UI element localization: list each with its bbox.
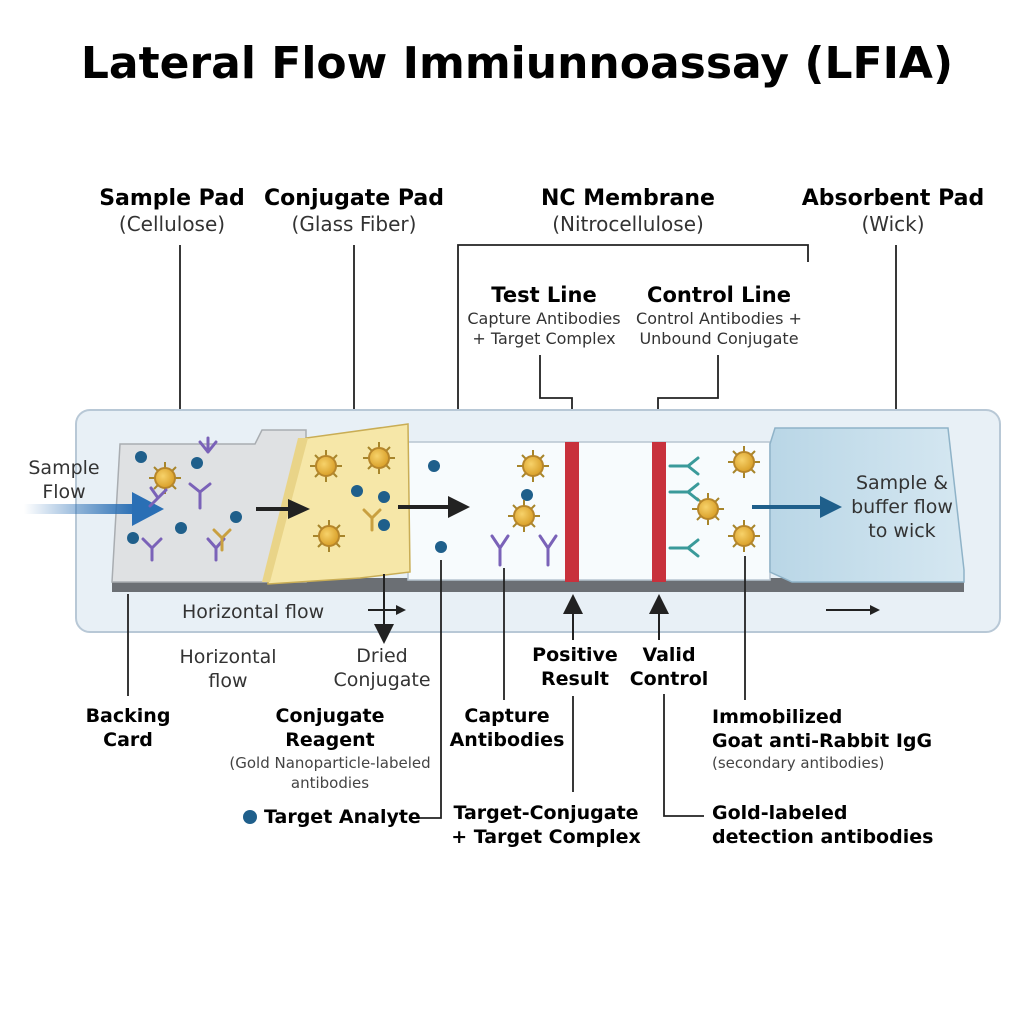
immobilized-label-2: Goat anti-Rabbit IgG: [712, 730, 932, 752]
horizontal-flow-label-1: Horizontal: [179, 646, 276, 668]
antibody-icon: [490, 534, 510, 567]
analyte-dot: [428, 460, 440, 472]
analyte-dot: [351, 485, 363, 497]
sample-flow-arrow-head: [132, 492, 164, 526]
test-line-label: Test Line: [491, 283, 596, 307]
wick-text-3: to wick: [868, 520, 935, 542]
target-complex-label-1: Target-Conjugate: [453, 802, 638, 824]
antibody-icon: [141, 537, 163, 562]
conjugate-reagent-note-1: (Gold Nanoparticle-labeled: [229, 754, 430, 772]
analyte-dot: [378, 519, 390, 531]
target-analyte-legend-dot: [243, 810, 257, 824]
antibody-icon: [668, 538, 700, 558]
analyte-dot: [135, 451, 147, 463]
conjugate-pad-antibody: [212, 508, 382, 552]
conjugate-pad-material: (Glass Fiber): [292, 212, 417, 236]
gold-labeled-label-1: Gold-labeled: [712, 802, 847, 824]
analyte-particles: [127, 451, 533, 553]
conjugate-pad-label: Conjugate Pad: [264, 186, 444, 211]
antibody-icon: [668, 456, 700, 476]
backing-card-label-1: Backing: [86, 705, 171, 727]
gold-conjugate: [692, 493, 724, 525]
analyte-dot: [378, 491, 390, 503]
sample-pad-label: Sample Pad: [99, 186, 245, 211]
control-line-desc-1: Control Antibodies +: [636, 309, 802, 328]
positive-result-label-2: Result: [541, 668, 609, 690]
absorbent-pad: [769, 427, 965, 583]
immobilized-label-1: Immobilized: [712, 706, 842, 728]
sample-pad-material: (Cellulose): [119, 212, 225, 236]
gold-conjugate: [508, 500, 540, 532]
gold-conjugate: [728, 520, 760, 552]
conjugate-reagent-label-1: Conjugate: [276, 705, 385, 727]
capture-antibodies-label-2: Antibodies: [450, 729, 565, 751]
analyte-dot: [175, 522, 187, 534]
test-line-desc-2: + Target Complex: [472, 329, 615, 348]
antibody-icon: [212, 528, 232, 552]
wick-text-1: Sample &: [856, 472, 948, 494]
flow-arrow-3-head: [820, 496, 842, 518]
horizontal-flow-arrow-1-head: [396, 605, 406, 615]
positive-result-label-1: Positive: [532, 644, 618, 666]
nc-membrane-material: (Nitrocellulose): [552, 212, 704, 236]
analyte-dot: [435, 541, 447, 553]
target-complex-label-2: + Target Complex: [451, 826, 640, 848]
conjugate-reagent-note-2: antibodies: [291, 774, 369, 792]
horizontal-flow-arrow-2-head: [870, 605, 880, 615]
antibody-icon: [148, 486, 168, 508]
dried-conjugate-label-1: Dried: [356, 645, 407, 667]
flow-arrow-2-head: [448, 496, 470, 518]
sample-flow-label-2: Flow: [42, 481, 85, 503]
valid-control-label-2: Control: [630, 668, 709, 690]
gold-labeled-leader: [663, 694, 704, 817]
gold-conjugate: [517, 450, 549, 482]
gold-conjugate: [310, 450, 342, 482]
diagram-title: Lateral Flow Immiunnoassay (LFIA): [81, 38, 953, 89]
antibody-icon: [188, 482, 212, 510]
control-line: [652, 442, 666, 582]
nc-membrane-label: NC Membrane: [541, 186, 715, 211]
gold-conjugate: [728, 446, 760, 478]
immobilized-note: (secondary antibodies): [712, 754, 884, 772]
gold-conjugate: [363, 442, 395, 474]
purple-antibodies: [141, 436, 558, 567]
wick-text-2: buffer flow: [851, 496, 953, 518]
control-line-desc-2: Unbound Conjugate: [639, 329, 798, 348]
conjugate-reagent-label-2: Reagent: [285, 729, 374, 751]
target-analyte-label: Target Analyte: [264, 806, 421, 828]
capture-antibodies-label-1: Capture: [464, 705, 549, 727]
horizontal-flow-label-2: flow: [208, 670, 247, 692]
sample-flow-arrow-shaft: [24, 504, 136, 514]
flow-arrow-1-head: [288, 499, 310, 519]
horizontal-flow-strip-label: Horizontal flow: [182, 601, 324, 623]
test-line-desc-1: Capture Antibodies: [467, 309, 620, 328]
gold-conjugate: [149, 462, 181, 494]
analyte-dot: [191, 457, 203, 469]
gold-conjugate: [313, 520, 345, 552]
valid-control-label-1: Valid: [642, 644, 695, 666]
absorbent-pad-label: Absorbent Pad: [802, 186, 984, 211]
absorbent-pad-material: (Wick): [861, 212, 924, 236]
control-line-label: Control Line: [647, 283, 791, 307]
analyte-dot: [127, 532, 139, 544]
nc-membrane-bracket: [457, 244, 809, 455]
test-line: [565, 442, 579, 582]
dried-conjugate-label-2: Conjugate: [333, 669, 430, 691]
antibody-icon: [362, 508, 382, 532]
analyte-dot: [230, 511, 242, 523]
gold-conjugates: [149, 442, 760, 552]
antibody-icon: [198, 436, 218, 454]
teal-antibodies: [668, 456, 700, 558]
backing-card-label-2: Card: [103, 729, 153, 751]
antibody-icon: [668, 482, 700, 502]
target-analyte-leader: [410, 560, 442, 819]
sample-flow-label-1: Sample: [28, 457, 99, 479]
backing-adhesive: [112, 578, 964, 592]
antibody-icon: [538, 534, 558, 567]
gold-labeled-label-2: detection antibodies: [712, 826, 933, 848]
analyte-dot: [521, 489, 533, 501]
